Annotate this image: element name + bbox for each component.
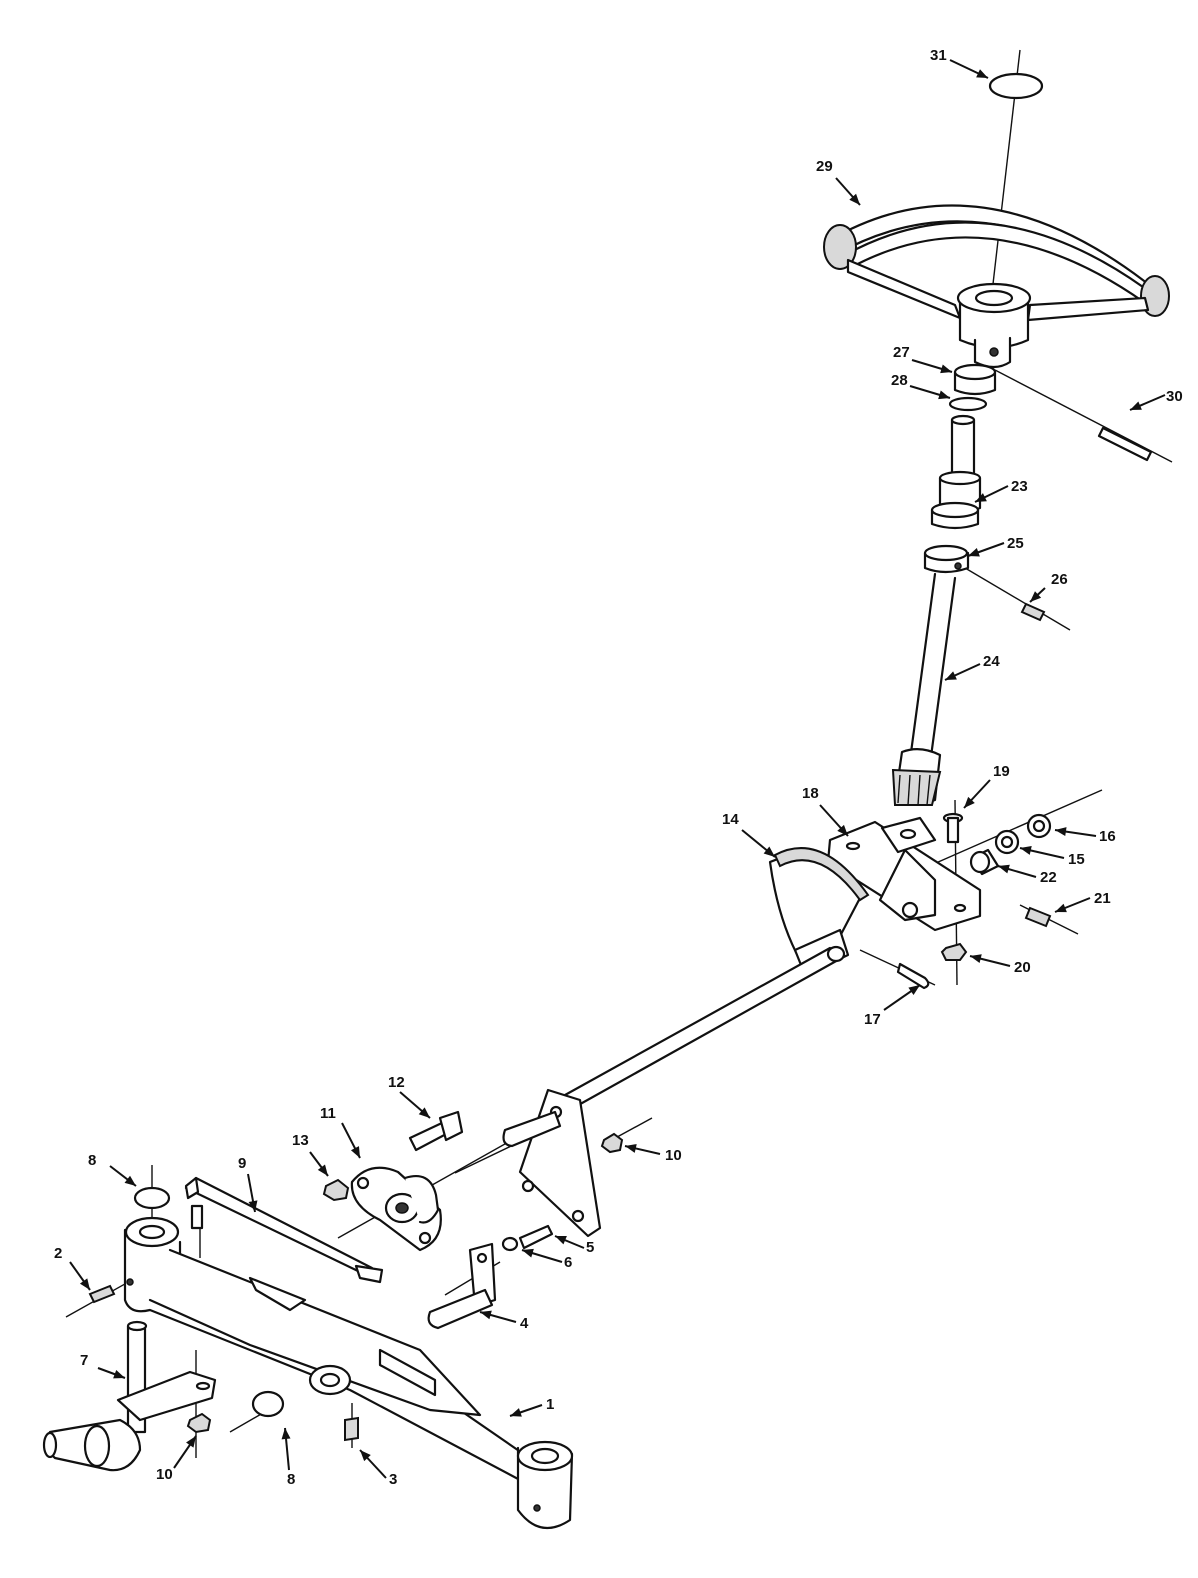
steering-spindle <box>42 1320 217 1472</box>
roll-pin <box>1097 426 1153 462</box>
callout-18: 18 <box>802 785 819 802</box>
callout-1: 1 <box>546 1396 554 1413</box>
front-axle <box>123 1216 574 1530</box>
callout-9: 9 <box>238 1155 246 1172</box>
grease-fitting-2 <box>88 1284 116 1304</box>
callout-5: 5 <box>586 1239 594 1256</box>
callout-2: 2 <box>54 1245 62 1262</box>
callout-12: 12 <box>388 1074 405 1091</box>
nut-10-upper <box>600 1132 624 1154</box>
callout-29: 29 <box>816 158 833 175</box>
leader-arrowhead <box>124 1175 136 1186</box>
bolt-12 <box>408 1110 464 1152</box>
nut-13 <box>322 1178 350 1202</box>
callout-8-upper: 8 <box>88 1152 96 1169</box>
leader-arrowhead <box>940 364 952 374</box>
callout-26: 26 <box>1051 571 1068 588</box>
grease-fitting-21 <box>1024 906 1052 928</box>
leader-arrowhead <box>849 193 860 205</box>
callout-4: 4 <box>520 1315 529 1332</box>
leader-arrowhead <box>418 1107 430 1118</box>
o-ring <box>988 72 1044 100</box>
leader-arrowhead <box>281 1428 291 1440</box>
callout-30: 30 <box>1166 388 1183 405</box>
leader-arrowhead <box>998 864 1010 874</box>
assembly-centerlines <box>65 49 1173 1458</box>
leader-arrowhead <box>1020 846 1032 855</box>
callout-23: 23 <box>1011 478 1028 495</box>
leader-arrowhead <box>1055 903 1067 913</box>
leader-arrowhead <box>317 1164 328 1176</box>
callout-6: 6 <box>564 1254 572 1271</box>
leader-arrowhead <box>522 1248 534 1258</box>
callout-16: 16 <box>1099 828 1116 845</box>
callout-labels: 31 29 27 28 30 23 25 26 24 19 18 14 16 1… <box>54 47 1183 1488</box>
washers-and-spacer <box>969 813 1052 876</box>
drag-link <box>554 945 846 1114</box>
bolt-19 <box>942 812 964 844</box>
leader-arrowhead <box>908 985 920 995</box>
leader-arrowhead <box>79 1278 90 1290</box>
leader-arrowhead <box>976 69 988 78</box>
leader-arrowhead <box>964 796 975 808</box>
callout-27: 27 <box>893 344 910 361</box>
leader-arrowhead <box>1055 827 1067 837</box>
callout-25: 25 <box>1007 535 1024 552</box>
leader-arrowhead <box>1130 401 1142 410</box>
leader-arrowhead <box>945 671 957 680</box>
leader-arrowhead <box>763 846 775 857</box>
callout-19: 19 <box>993 763 1010 780</box>
leader-arrowhead <box>625 1144 637 1153</box>
cotter-pin <box>896 962 930 990</box>
callout-10-upper: 10 <box>665 1147 682 1164</box>
callout-22: 22 <box>1040 869 1057 886</box>
callout-28: 28 <box>891 372 908 389</box>
set-screw <box>1020 602 1046 622</box>
steering-shaft <box>891 414 982 806</box>
sector-gear <box>768 847 870 977</box>
leader-arrowhead <box>975 493 987 502</box>
callout-3: 3 <box>389 1471 397 1488</box>
leader-arrowhead <box>360 1450 371 1462</box>
callout-10-lower: 10 <box>156 1466 173 1483</box>
leader-arrowhead <box>510 1408 522 1417</box>
leader-arrowhead <box>837 824 848 836</box>
leader-arrowhead <box>480 1310 492 1320</box>
callout-31: 31 <box>930 47 947 64</box>
callout-leaders <box>69 59 1166 1479</box>
leader-arrowhead <box>350 1146 360 1158</box>
leader-arrowhead <box>248 1200 258 1212</box>
callout-24: 24 <box>983 653 1000 670</box>
retaining-ring-upper <box>133 1186 171 1210</box>
leader-arrowhead <box>938 390 950 400</box>
steering-wheel <box>823 204 1170 369</box>
lower-hardware <box>186 1390 359 1442</box>
callout-15: 15 <box>1068 851 1085 868</box>
bearing-and-washer <box>948 363 997 412</box>
leader-arrowhead <box>555 1236 567 1245</box>
callout-20: 20 <box>1014 959 1031 976</box>
leader-arrowhead <box>970 954 982 964</box>
leader-arrowhead <box>1030 591 1042 602</box>
pivot-hardware <box>427 1224 554 1330</box>
callout-14: 14 <box>722 811 739 828</box>
leader-arrowhead <box>186 1436 196 1448</box>
steering-arm <box>184 1176 384 1284</box>
callout-11: 11 <box>320 1105 336 1122</box>
callout-21: 21 <box>1094 890 1111 907</box>
nut-20 <box>940 942 968 961</box>
steering-support-bracket <box>826 816 982 932</box>
leader-arrowhead <box>968 548 980 557</box>
mounting-plate <box>502 1088 602 1238</box>
leader-arrowhead <box>113 1369 125 1379</box>
callout-17: 17 <box>864 1011 881 1028</box>
callout-8-lower: 8 <box>287 1471 295 1488</box>
callout-13: 13 <box>292 1132 309 1149</box>
flange-bearing <box>350 1166 442 1252</box>
callout-7: 7 <box>80 1352 88 1369</box>
